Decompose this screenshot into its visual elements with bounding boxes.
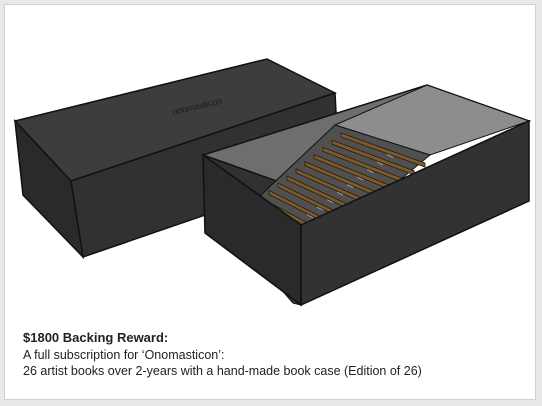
reward-description: 26 artist books over 2-years with a hand… [23,364,422,378]
book-divider [306,214,314,219]
book-divider [356,176,364,181]
reward-title: $1800 Backing Reward: [23,330,169,345]
book-divider [316,206,324,211]
book-divider [366,169,374,174]
book-divider [376,161,384,166]
reward-subtitle: A full subscription for ‘Onomasticon’: [23,347,225,362]
book-divider [326,199,334,204]
book-divider [386,154,394,158]
reward-card: onomasticon $1800 Backing Reward: A full… [4,4,536,400]
open-case [200,84,532,307]
reward-caption: $1800 Backing Reward: A full subscriptio… [23,330,525,380]
book-divider [336,191,344,196]
book-divider [346,184,354,189]
book-case-illustration: onomasticon [13,58,532,307]
book-spine [340,132,426,168]
